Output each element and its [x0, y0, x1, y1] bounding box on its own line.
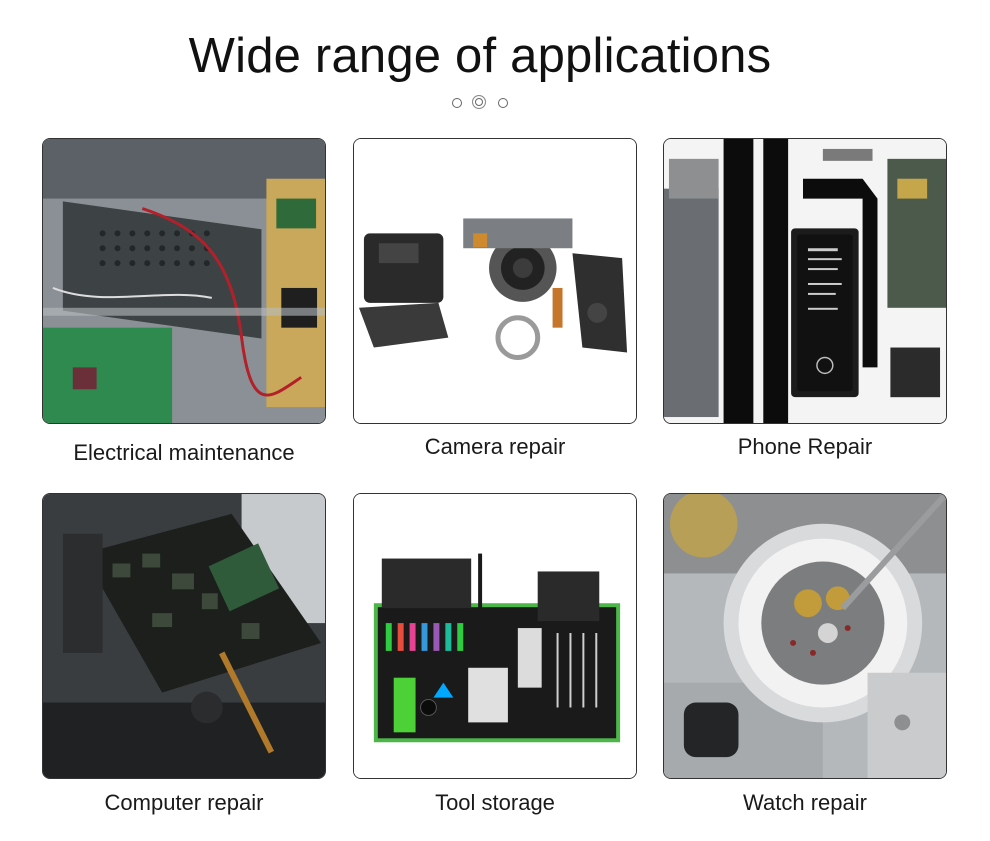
caption-tool-storage: Tool storage [435, 790, 555, 815]
carousel-dot-3[interactable] [498, 98, 508, 108]
page-title: Wide range of applications [188, 29, 772, 83]
carousel-dot-2-active[interactable] [472, 95, 486, 109]
phone-repair-image [663, 138, 947, 424]
caption-phone-repair: Phone Repair [737, 434, 873, 459]
computer-repair-image [42, 493, 326, 779]
caption-camera-repair: Camera repair [424, 434, 566, 459]
caption-electrical-maintenance: Electrical maintenance [73, 440, 295, 465]
caption-computer-repair: Computer repair [104, 790, 264, 815]
carousel-dot-1[interactable] [452, 98, 462, 108]
camera-repair-image [353, 138, 637, 424]
tool-storage-image [353, 493, 637, 779]
watch-repair-image [663, 493, 947, 779]
electrical-maintenance-image [42, 138, 326, 424]
caption-watch-repair: Watch repair [743, 790, 867, 815]
carousel-indicator [448, 95, 512, 110]
